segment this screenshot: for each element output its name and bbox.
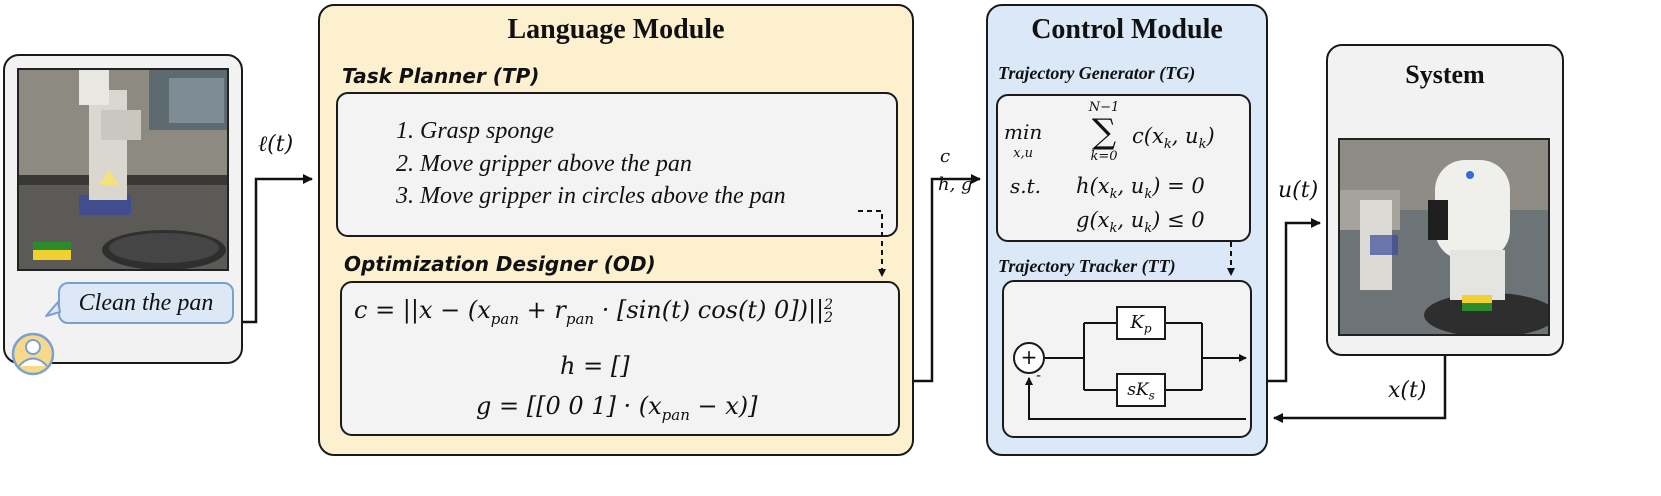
optimization-designer-title: Optimization Designer (OD) xyxy=(344,252,656,276)
cost-equation: c = ||x − (xpan + rpan · [sin(t) cos(t) … xyxy=(354,296,834,328)
task-planner-box xyxy=(336,92,898,237)
state-feedback-label: x(t) xyxy=(1388,378,1427,403)
command-signal-label: ℓ(t) xyxy=(258,132,294,157)
trajectory-generator-box xyxy=(996,94,1251,242)
robot-arm-kitchen-photo-illustration xyxy=(19,70,227,269)
trajectory-tracker-title: Trajectory Tracker (TT) xyxy=(998,256,1176,276)
control-module-title: Control Module xyxy=(1031,14,1223,45)
kp-block: Kp xyxy=(1116,306,1166,340)
h-equation: h = [] xyxy=(560,352,630,380)
state-feedback-arrow xyxy=(1273,356,1447,423)
plan-step-2: 2. Move gripper above the pan xyxy=(396,151,692,177)
control-input-label: u(t) xyxy=(1278,178,1319,203)
plan-step-1: 1. Grasp sponge xyxy=(396,118,555,144)
robot-gripper-sponge-photo xyxy=(1338,138,1550,336)
user-panel xyxy=(3,54,243,364)
summing-minus: - xyxy=(1036,368,1042,384)
tg-cost: c(xk, uk) xyxy=(1132,124,1215,153)
speech-text: Clean the pan xyxy=(78,290,214,316)
tg-g-constraint: g(xk, uk) ≤ 0 xyxy=(1076,208,1205,237)
plan-step-3: 3. Move gripper in circles above the pan xyxy=(396,183,786,209)
language-command-arrow xyxy=(243,174,313,324)
tg-h-constraint: h(xk, uk) = 0 xyxy=(1076,174,1205,203)
summing-junction: + xyxy=(1013,342,1045,374)
system-title: System xyxy=(1405,60,1485,89)
cost-signal-label: c xyxy=(940,146,951,167)
control-input-arrow xyxy=(1268,218,1321,383)
task-planner-title: Task Planner (TP) xyxy=(342,64,540,88)
user-avatar-icon xyxy=(11,332,55,376)
tg-sum: N−1 ∑ k=0 xyxy=(1088,100,1120,164)
g-equation: g = [[0 0 1] · (xpan − x)] xyxy=(476,392,758,424)
plan-to-od-dashed-arrow xyxy=(858,210,886,277)
tg-st: s.t. xyxy=(1010,174,1042,198)
robot-gripper-sponge-illustration xyxy=(1340,140,1548,334)
pid-wiring xyxy=(1025,322,1247,420)
language-module-title: Language Module xyxy=(507,14,725,45)
constraint-signal-label: h, g xyxy=(938,174,973,195)
sks-block: sKs xyxy=(1116,373,1166,407)
optimization-designer-box xyxy=(340,281,900,436)
trajectory-generator-title: Trajectory Generator (TG) xyxy=(998,63,1196,83)
robot-arm-kitchen-photo xyxy=(17,68,229,271)
cost-constraint-arrow xyxy=(914,174,981,383)
